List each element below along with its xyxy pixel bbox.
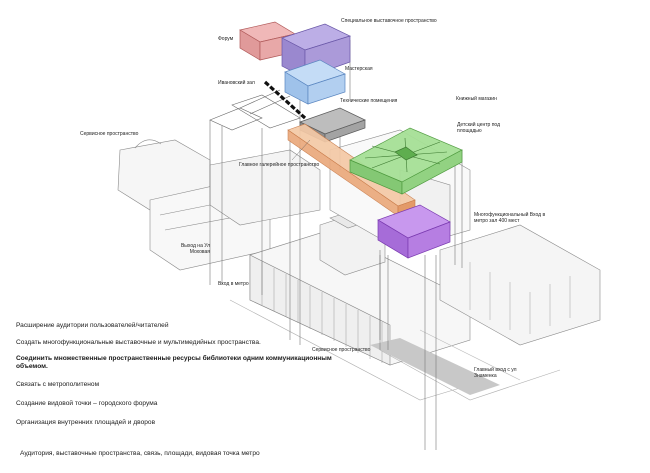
text-line-5: Создание видовой точки – городского фору… [16, 400, 158, 407]
label-multifunctional-hall: Многофункциональный Вход в метро зал 400… [474, 212, 546, 224]
text-line-3: Соединить множественные пространственные… [16, 355, 332, 370]
label-forum: Форум [218, 36, 234, 42]
black-connector [263, 80, 307, 120]
text-line-2: Создать многофункциональные выставочные … [16, 339, 261, 346]
label-children-center: Детский центр под площадью [457, 122, 501, 134]
label-main-gallery: Главное галерейное пространство [239, 162, 320, 168]
label-service-space-left: Сервисное пространство [80, 131, 139, 137]
children-center-volume [349, 127, 463, 195]
label-main-entrance: Главный вход с ул Знаменка [474, 367, 517, 379]
leader-lines [291, 139, 381, 350]
label-book-shop: Книжный магазин [456, 96, 497, 102]
label-workshop: Мастерская [345, 66, 373, 72]
label-ivanovsky-hall: Ивановский зал [218, 80, 255, 86]
text-line-6: Организация внутренних площадей и дворов [16, 419, 156, 426]
label-technical-rooms: Технические помещения [340, 98, 398, 104]
multifunctional-volume [377, 204, 451, 259]
text-line-4: Связать с метрополитеном [16, 381, 100, 388]
ivanovsky-corridor [209, 89, 301, 131]
street-strip [370, 338, 500, 395]
summary-line: Аудитория, выставочные пространства, свя… [20, 450, 260, 457]
label-special-exhibition: Специальное выставочное пространство [341, 18, 437, 24]
workshop-volume [284, 59, 346, 105]
label-metro-entrance: Вход в метро [218, 281, 249, 287]
label-exit-mokhovaya: Выход на Ул Моховая [180, 243, 210, 255]
label-service-space-bottom: Сервисное пространство [312, 347, 371, 353]
text-line-1: Расширение аудитории пользователей/читат… [16, 322, 169, 329]
